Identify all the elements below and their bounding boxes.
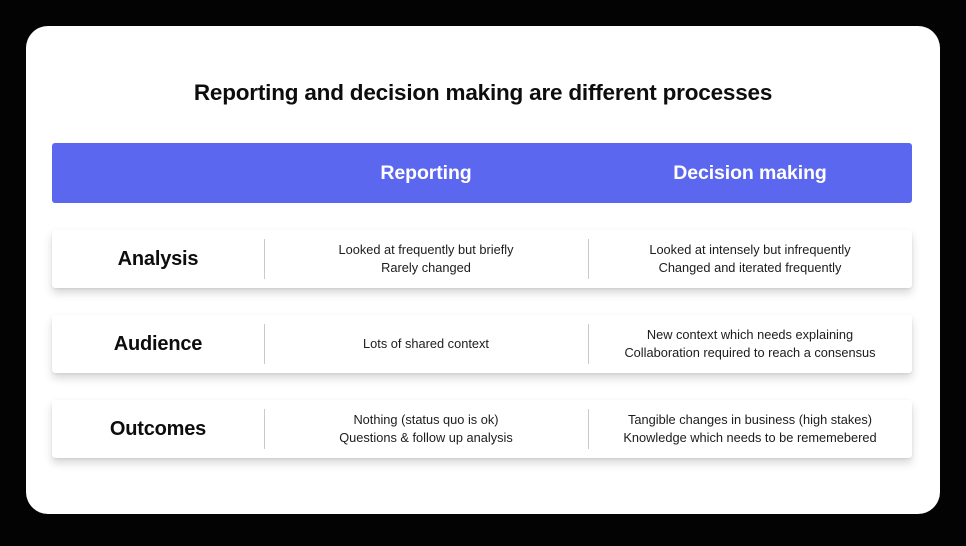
row-label-outcomes: Outcomes (109, 417, 207, 440)
cell-line: Questions & follow up analysis (339, 430, 513, 445)
page-title: Reporting and decision making are differ… (193, 80, 773, 105)
cell-line: Knowledge which needs to be rememebered (623, 430, 877, 445)
column-header-reporting: Reporting (380, 161, 472, 184)
row-label-analysis: Analysis (117, 247, 199, 270)
cell-audience-decision-making: New context which needs explaining Colla… (588, 315, 912, 373)
table-row: Outcomes Nothing (status quo is ok) Ques… (52, 400, 912, 458)
row-label-audience: Audience (113, 332, 203, 355)
table-row: Audience Lots of shared context New cont… (52, 315, 912, 373)
slide-card: Reporting and decision making are differ… (26, 26, 940, 514)
table-header-row: Reporting Decision making (52, 143, 912, 203)
comparison-table: Reporting Decision making Analysis Looke… (52, 143, 912, 458)
cell-analysis-decision-making: Looked at intensely but infrequently Cha… (588, 230, 912, 288)
cell-line: Changed and iterated frequently (658, 260, 842, 275)
cell-line: Looked at intensely but infrequently (649, 241, 851, 257)
header-label-spacer (52, 143, 264, 203)
table-row: Analysis Looked at frequently but briefl… (52, 230, 912, 288)
column-header-decision-making: Decision making (673, 161, 827, 184)
cell-audience-reporting: Lots of shared context (264, 315, 588, 373)
cell-line: Looked at frequently but briefly (338, 241, 514, 257)
cell-line: Lots of shared context (363, 335, 489, 351)
cell-outcomes-reporting: Nothing (status quo is ok) Questions & f… (264, 400, 588, 458)
cell-line: New context which needs explaining (646, 326, 854, 342)
cell-outcomes-decision-making: Tangible changes in business (high stake… (588, 400, 912, 458)
cell-line: Collaboration required to reach a consen… (624, 345, 876, 360)
cell-line: Nothing (status quo is ok) (353, 411, 499, 427)
cell-line: Rarely changed (381, 260, 471, 275)
cell-analysis-reporting: Looked at frequently but briefly Rarely … (264, 230, 588, 288)
cell-line: Tangible changes in business (high stake… (628, 411, 872, 427)
